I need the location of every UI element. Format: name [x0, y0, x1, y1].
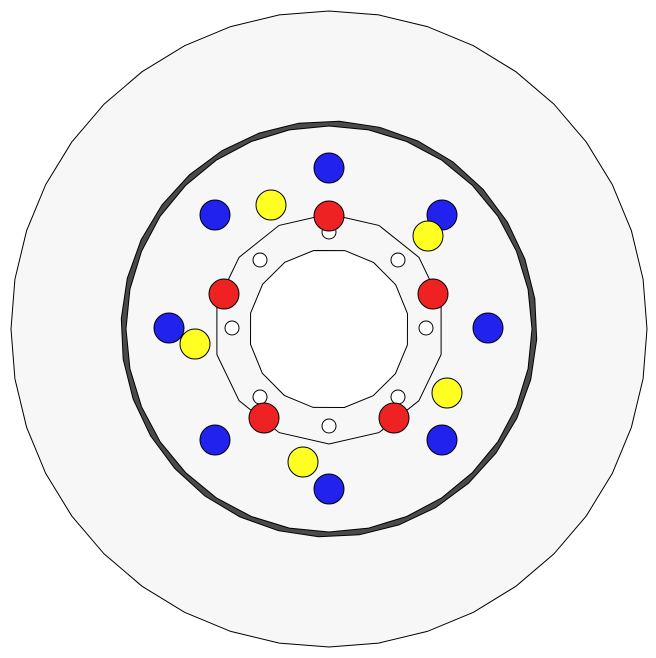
- blue-marker-1: [313, 152, 345, 184]
- red-marker-5: [208, 278, 240, 310]
- red-marker-2: [417, 278, 449, 310]
- yellow-marker-3: [431, 377, 463, 409]
- bolt-hole-8: [252, 252, 268, 268]
- bolt-hole-2: [390, 252, 406, 268]
- yellow-marker-5: [179, 328, 211, 360]
- markers-layer: [153, 152, 504, 505]
- yellow-marker-1: [255, 189, 287, 221]
- blue-marker-5: [313, 473, 345, 505]
- bolt-hole-3: [418, 320, 434, 336]
- rings-layer: [10, 10, 648, 648]
- center-bore: [249, 249, 409, 409]
- yellow-marker-4: [287, 446, 319, 478]
- bolt-hole-7: [224, 320, 240, 336]
- red-marker-4: [248, 402, 280, 434]
- blue-marker-7: [153, 312, 185, 344]
- blue-marker-4: [426, 424, 458, 456]
- red-marker-1: [313, 200, 345, 232]
- bolt-hole-5: [321, 418, 337, 434]
- blue-marker-3: [472, 312, 504, 344]
- blue-marker-6: [199, 424, 231, 456]
- blue-marker-8: [199, 199, 231, 231]
- red-marker-3: [378, 402, 410, 434]
- bolt-hole-4: [390, 389, 406, 405]
- bolt-hole-6: [252, 389, 268, 405]
- yellow-marker-2: [412, 220, 444, 252]
